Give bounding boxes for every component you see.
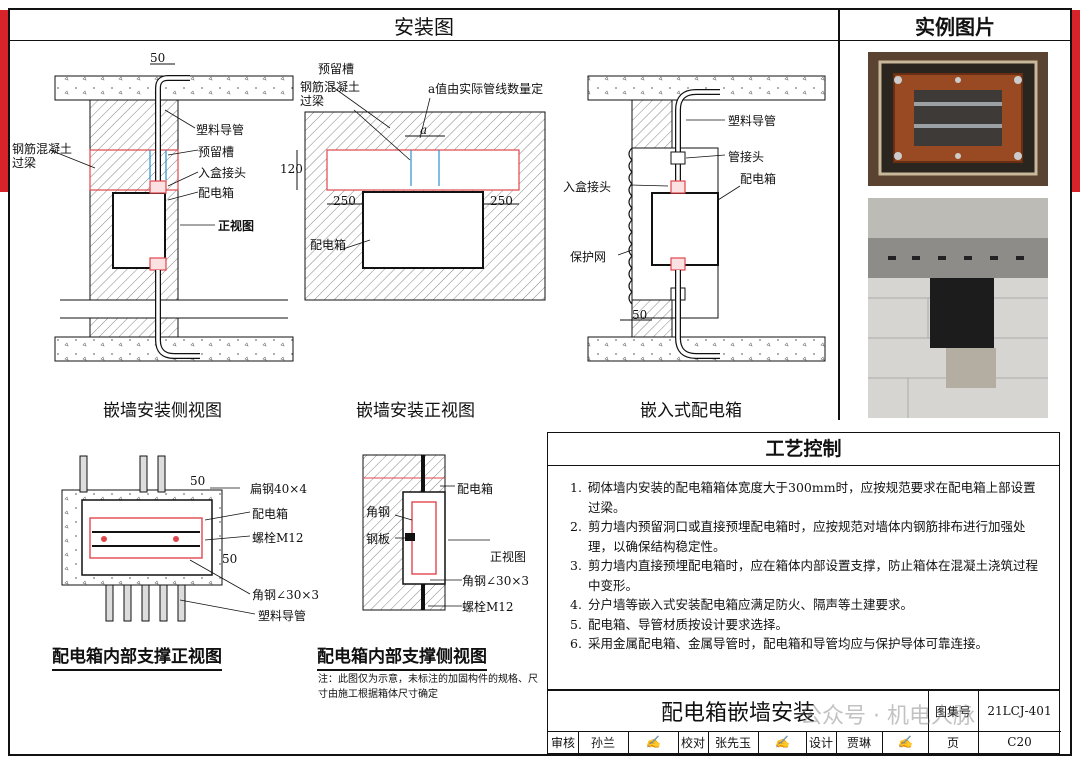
support-side-diagram xyxy=(362,454,490,611)
emb-coupling-label: 管接头 xyxy=(728,150,765,164)
side-box-label: 配电箱 xyxy=(198,186,235,200)
watermark: 公众号 · 机电人脉 xyxy=(800,704,975,729)
right-red-marker xyxy=(1072,10,1080,192)
process-item-text: 砌体墙内安装的配电箱箱体宽度大于300mm时，应按规范要求在配电箱上部设置过梁。 xyxy=(588,480,1036,515)
emb-box-label: 配电箱 xyxy=(740,172,777,186)
review-label: 审核 xyxy=(548,731,579,753)
drawing-frame xyxy=(8,8,1072,756)
process-item: 2. 剪力墙内预留洞口或直接预埋配电箱时，应按规范对墙体内钢筋排布进行加强处理，以… xyxy=(570,517,1045,556)
caption-front-view: 嵌墙安装正视图 xyxy=(356,401,475,421)
front-a-note: a值由实际管线数量定 xyxy=(428,82,544,96)
ss-plate-label: 钢板 xyxy=(366,532,391,546)
ss-box-label: 配电箱 xyxy=(457,482,494,496)
install-header: 安装图 xyxy=(10,10,838,41)
process-item-text: 采用金属配电箱、金属导管时，配电箱和导管均应与保护导体可靠连接。 xyxy=(588,636,989,651)
designer-name: 贾琳 xyxy=(836,731,883,753)
check-label: 校对 xyxy=(678,731,709,753)
support-front-diagram xyxy=(61,455,256,622)
process-item-number: 4. xyxy=(570,597,582,612)
process-item: 5. 配电箱、导管材质按设计要求选择。 xyxy=(570,615,1045,635)
caption-support-side: 配电箱内部支撑侧视图 xyxy=(317,642,487,671)
side-joint-label: 入盒接头 xyxy=(198,166,247,180)
process-item: 6. 采用金属配电箱、金属导管时，配电箱和导管均应与保护导体可靠连接。 xyxy=(570,634,1045,654)
atlas-label: 图集号 xyxy=(928,691,979,732)
sf-bolt-label: 螺栓M12 xyxy=(252,531,304,545)
sf-pipe-label: 塑料导管 xyxy=(258,609,307,623)
process-item: 4. 分户墙等嵌入式安装配电箱应满足防火、隔声等土建要求。 xyxy=(570,595,1045,615)
drawing-title: 配电箱嵌墙安装 xyxy=(548,691,929,732)
checker-signature: ✍ xyxy=(758,731,807,753)
side-dim-50: 50 xyxy=(150,51,166,65)
sf-dim-50a: 50 xyxy=(190,474,206,488)
process-item-number: 3. xyxy=(570,558,582,573)
photo-wall-opening xyxy=(868,198,1048,418)
process-list: 1. 砌体墙内安装的配电箱箱体宽度大于300mm时，应按规范要求在配电箱上部设置过… xyxy=(548,466,1059,654)
page-number: C20 xyxy=(1007,735,1032,749)
sf-flat-steel: 扁钢40×4 xyxy=(250,482,307,496)
emb-dim-50: 50 xyxy=(632,308,648,322)
reviewer-name: 孙兰 xyxy=(578,731,629,753)
side-view-diagram xyxy=(49,63,294,362)
emb-mesh-label: 保护网 xyxy=(570,250,607,264)
front-250-right: 250 xyxy=(490,194,513,208)
process-item: 3. 剪力墙内直接预埋配电箱时，应在箱体内部设置支撑，防止箱体在混凝土浇筑过程中变… xyxy=(570,556,1045,595)
side-groove-label: 预留槽 xyxy=(198,145,235,159)
embedded-box-diagram xyxy=(587,75,826,362)
process-item-text: 分户墙等嵌入式安装配电箱应满足防火、隔声等土建要求。 xyxy=(588,597,914,612)
design-label: 设计 xyxy=(806,731,837,753)
process-item: 1. 砌体墙内安装的配电箱箱体宽度大于300mm时，应按规范要求在配电箱上部设置过… xyxy=(570,478,1045,517)
note-text: 注：此图仅为示意，未标注的加固构件的规格、尺寸由施工根据箱体尺寸确定 xyxy=(318,674,538,700)
emb-joint-label: 入盒接头 xyxy=(563,180,612,194)
side-front-label: 正视图 xyxy=(218,219,255,233)
sf-box-label: 配电箱 xyxy=(252,507,289,521)
ss-front-label: 正视图 xyxy=(490,550,527,564)
process-item-text: 剪力墙内直接预埋配电箱时，应在箱体内部设置支撑，防止箱体在混凝土浇筑过程中变形。 xyxy=(588,558,1039,593)
caption-embedded: 嵌入式配电箱 xyxy=(640,401,742,421)
sf-dim-50b: 50 xyxy=(222,552,238,566)
emb-pipe-label: 塑料导管 xyxy=(728,114,777,128)
caption-side-view: 嵌墙安装侧视图 xyxy=(103,401,222,421)
vertical-divider xyxy=(838,10,840,420)
side-pipe-label: 塑料导管 xyxy=(196,123,245,137)
title-block: 配电箱嵌墙安装 图集号 21LCJ-401 审核 孙兰 ✍ 校对 张先玉 ✍ 设… xyxy=(547,690,1061,754)
ss-bolt-label: 螺栓M12 xyxy=(462,600,514,614)
front-beam-label: 钢筋混凝土 过梁 xyxy=(300,80,361,108)
designer-signature: ✍ xyxy=(882,731,929,753)
process-item-number: 5. xyxy=(570,616,582,632)
front-groove-label: 预留槽 xyxy=(318,62,355,76)
caption-support-front: 配电箱内部支撑正视图 xyxy=(52,642,222,671)
front-a-dim: a xyxy=(420,123,428,137)
ss-angle-label: 角钢 xyxy=(366,505,391,519)
process-item-number: 2. xyxy=(570,519,582,534)
front-120-dim: 120 xyxy=(280,162,303,176)
front-250-left: 250 xyxy=(333,194,356,208)
sf-angle-label: 角钢∠30×3 xyxy=(252,588,320,602)
checker-name: 张先玉 xyxy=(708,731,759,753)
process-item-number: 6. xyxy=(570,636,582,651)
page-label: 页 xyxy=(928,731,979,753)
front-box-label: 配电箱 xyxy=(310,238,347,252)
photo-box-example xyxy=(868,52,1048,186)
process-item-text: 配电箱、导管材质按设计要求选择。 xyxy=(588,616,789,632)
side-beam-label: 钢筋混凝土 过梁 xyxy=(12,142,73,170)
photos-header: 实例图片 xyxy=(840,10,1070,41)
ss-angle2-label: 角钢∠30×3 xyxy=(462,574,530,588)
reviewer-signature: ✍ xyxy=(628,731,679,753)
process-item-text: 剪力墙内预留洞口或直接预埋配电箱时，应按规范对墙体内钢筋排布进行加强处理，以确保… xyxy=(588,519,1026,554)
process-title: 工艺控制 xyxy=(548,433,1059,466)
process-control-panel: 工艺控制 1. 砌体墙内安装的配电箱箱体宽度大于300mm时，应按规范要求在配电箱… xyxy=(547,432,1060,690)
process-item-number: 1. xyxy=(570,480,582,495)
left-red-marker xyxy=(0,10,8,192)
atlas-number: 21LCJ-401 xyxy=(978,691,1061,732)
front-view-diagram xyxy=(296,84,546,301)
